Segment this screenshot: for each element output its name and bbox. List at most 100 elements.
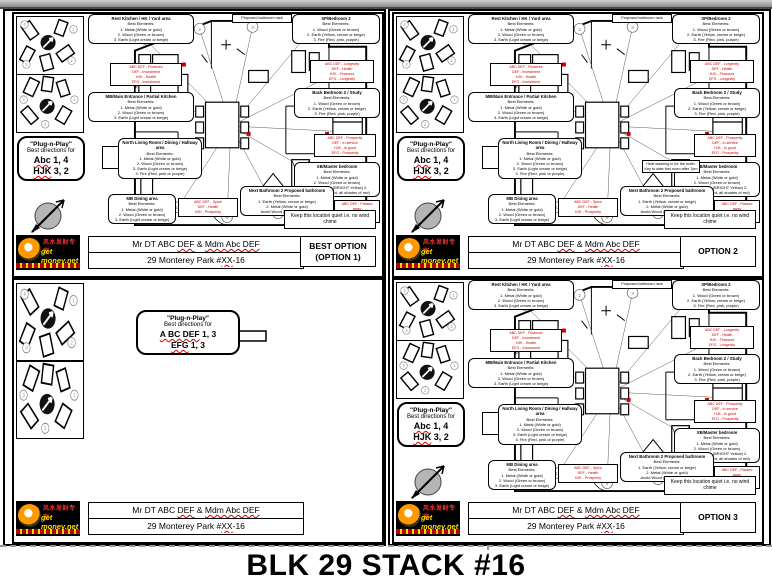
address: 29 Monterey Park #XX-16 <box>469 253 683 267</box>
furniture-sketch <box>16 74 84 133</box>
rotated-furniture-icon <box>17 75 81 130</box>
annotation-title: Rest Kitchen / HK / Yard area <box>111 16 171 21</box>
floor-plan-area: Rest Kitchen / HK / Yard area Best Eleme… <box>464 280 760 499</box>
logo-chinese-text: 风水发财专家 <box>43 506 76 521</box>
annotation-lines: Best Elements: 1. Metal (White or gold) … <box>114 201 170 222</box>
logo-strip <box>396 529 460 534</box>
pnp-subtitle: Best directions for <box>406 414 456 420</box>
plug-n-play-box: "Plug-n-Play" Best directions for Abc 1,… <box>397 402 465 447</box>
logo-brand-text: get money.net <box>421 513 459 531</box>
name-part: Mdm Abc DEF <box>204 239 260 249</box>
logo-chinese-text: 风水发财专家 <box>423 240 456 255</box>
name-part: DEF <box>177 239 195 249</box>
logo-strip <box>16 529 80 534</box>
annotation-entrance: MB/Main Entrance / Partial Kitchen Best … <box>88 92 194 123</box>
annotation-title: MB/Main Entrance / Partial Kitchen <box>105 94 177 99</box>
pnp-name: Abc <box>33 155 51 165</box>
annotation-title: XP/Bedroom 2 <box>701 282 731 287</box>
name-part: & <box>574 505 585 515</box>
rotated-furniture-icon <box>397 17 461 72</box>
annotation-title: Next Bathroom 2 Proposed bathroom <box>248 188 326 193</box>
annotation-lines: Best Elements: 1. Wood (Green or brown) … <box>687 21 745 42</box>
pnp-title: "Plug-n-Play" <box>30 141 72 148</box>
option-label: OPTION 2 <box>680 236 756 267</box>
addr-part: XX <box>221 521 233 531</box>
cut-tick <box>487 545 489 558</box>
address: 29 Monterey Park #XX-16 <box>89 253 303 267</box>
banner: 风水发财专家 get money.net Mr DT ABC DEF & Mdm… <box>16 501 378 537</box>
furniture-sketch <box>396 282 464 341</box>
annotation-title: XB/Master bedroom <box>316 164 358 169</box>
pnp-subtitle: Best directions for <box>163 322 213 328</box>
pnp-subtitle: Best directions for <box>26 148 76 154</box>
pnp-row: EFG 1, 3 <box>139 340 237 350</box>
furniture-sketch <box>16 361 84 439</box>
annotation-title: Next Bathroom 2 Proposed bathroom <box>628 188 706 193</box>
addr-part: XX <box>601 255 613 265</box>
rotated-furniture-icon <box>17 17 81 72</box>
name-part: Mr DT ABC <box>132 505 178 515</box>
annotation-title: Rest Kitchen / HK / Yard area <box>491 16 551 21</box>
option-line-1: OPTION 2 <box>698 246 738 257</box>
getmoney-logo: 风水发财专家 get money.net <box>396 501 460 536</box>
note-keep-quiet: Keep this location quiet i.e. no wind ch… <box>284 210 376 229</box>
getmoney-logo: 风水发财专家 get money.net <box>396 235 460 270</box>
annotation-title: MB Dining area <box>506 462 538 467</box>
pnp-title: "Plug-n-Play" <box>410 407 452 414</box>
red-note-box: ABC DEF - Spice DEF - Health HJK - Prosp… <box>178 198 238 217</box>
plug-n-play-box: "Plug-n-Play" Best directions for A BC D… <box>136 310 240 355</box>
floorplan-panel: "Plug-n-Play" Best directions for Abc 1,… <box>392 12 764 278</box>
annotation-back-bedroom: Back Bedroom 2 / Study Best Elements: 1.… <box>674 354 760 385</box>
annotation-title: MB/Main Entrance / Partial Kitchen <box>485 94 557 99</box>
furniture-sketch <box>396 74 464 133</box>
red-note-box: ABC DEF - Finances DEF - Investment HJK … <box>490 329 562 353</box>
name-part: Mdm Abc DEF <box>584 505 640 515</box>
pnp-name: Abc <box>413 155 431 165</box>
note-keep-quiet: Keep this location quiet i.e. no wind ch… <box>664 210 756 229</box>
annotation-dining: MB Dining area Best Elements: 1. Metal (… <box>488 460 556 491</box>
annotation-lines: Best Elements: 1. Metal (White or gold) … <box>493 365 549 386</box>
red-note-box: ABC DEF - Spice DEF - Health HJK - Prosp… <box>558 198 618 217</box>
rotated-furniture-icon <box>397 341 461 396</box>
annotation-title: Next Bathroom 2 Proposed bathroom <box>628 454 706 459</box>
annotation-title: XP/Bedroom 2 <box>701 16 731 21</box>
furniture-sketch <box>396 16 464 75</box>
addr-part: 29 Monterey Park # <box>147 255 222 265</box>
page-title: BLK 29 STACK #16 <box>246 549 526 582</box>
red-note-box: ABC DEF - Prosperity DEF - In service HJ… <box>314 134 376 158</box>
annotation-title: XB/Master bedroom <box>696 430 738 435</box>
furniture-sketch <box>16 283 84 361</box>
annotation-lines: Best Elements: 1. Metal (White or gold) … <box>493 287 549 308</box>
addr-part: -16 <box>612 255 625 265</box>
addr-part: 29 Monterey Park # <box>527 255 602 265</box>
annotation-kitchen: Rest Kitchen / HK / Yard area Best Eleme… <box>468 280 574 311</box>
annotation-title: North Living Room / Dining / Hallway are… <box>122 140 198 151</box>
pnp-row: Abc 1, 4 <box>400 421 462 431</box>
red-note-box: ABC DEF - Prosperity DEF - In service HJ… <box>694 400 756 424</box>
client-name: Mr DT ABC DEF & Mdm Abc DEF <box>469 503 683 519</box>
pnp-dirs: 3, 2 <box>433 166 449 176</box>
logo-chinese-text: 风水发财专家 <box>423 506 456 521</box>
annotation-title: Back Bedroom 2 / Study <box>312 90 362 95</box>
annotation-back-bedroom: Back Bedroom 2 / Study Best Elements: 1.… <box>294 88 380 119</box>
option-line-2: (OPTION 1) <box>315 251 361 262</box>
pnp-name: HJK <box>413 166 432 176</box>
banner: 风水发财专家 get money.net Mr DT ABC DEF & Mdm… <box>396 235 758 271</box>
annotation-lines: Best Elements: 1. Metal (White or gold) … <box>512 416 568 443</box>
pnp-row: Abc 1, 4 <box>400 155 462 165</box>
addr-part: -16 <box>612 521 625 531</box>
name-part: Mdm Abc DEF <box>204 505 260 515</box>
furniture-sketch <box>16 16 84 75</box>
name-part: Mdm Abc DEF <box>584 239 640 249</box>
annotation-lines: Best Elements: 1. Wood (Green or brown) … <box>307 21 365 42</box>
name-part: Mr DT ABC <box>512 505 558 515</box>
annotation-title: MB Dining area <box>506 196 538 201</box>
address: 29 Monterey Park #XX-16 <box>469 519 683 533</box>
annotation-title: Back Bedroom 2 / Study <box>692 356 742 361</box>
rotated-furniture-icon <box>17 362 81 436</box>
client-name: Mr DT ABC DEF & Mdm Abc DEF <box>89 237 303 253</box>
pnp-name: Abc <box>413 421 431 431</box>
red-note-box: ABC DEF - Prosperity DEF - In service HJ… <box>694 134 756 158</box>
pnp-subtitle: Best directions for <box>406 148 456 154</box>
annotation-entrance: MB/Main Entrance / Partial Kitchen Best … <box>468 92 574 123</box>
